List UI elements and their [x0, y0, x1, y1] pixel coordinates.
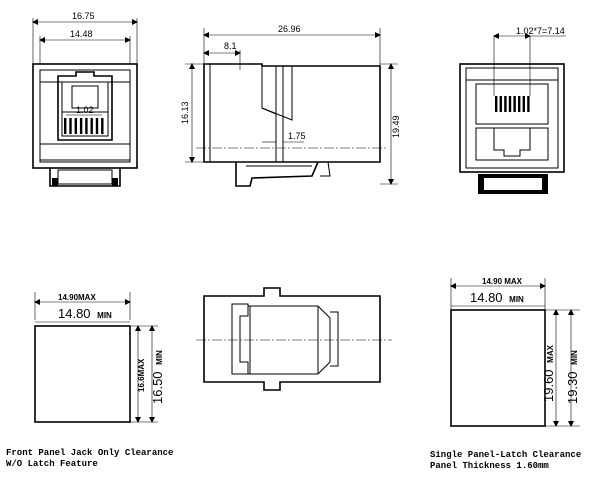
front-view: 16.75 14.48 1.02 — [32, 11, 138, 187]
contact-pin — [518, 96, 521, 112]
cutout-panel-latch: 14.90 MAX 14.80 MIN 19.60 MAX 19.30 MIN … — [430, 277, 581, 471]
dim-cutout1-height-min: 16.50 MIN — [150, 350, 165, 404]
dim-rear-pitch-span: 1.02*7=7.14 — [516, 26, 565, 36]
dim-cutout2-height-max: 19.60 MAX — [541, 344, 556, 402]
dim-side-latch: 8.1 — [224, 41, 237, 51]
contact-pin — [85, 118, 88, 134]
rear-contacts — [495, 96, 530, 112]
caption-right-line2: Panel Thickness 1.60mm — [430, 461, 549, 471]
dim-cutout2-width-max: 14.90 MAX — [482, 277, 523, 286]
contact-pin — [508, 96, 512, 112]
caption-left-line1: Front Panel Jack Only Clearance — [6, 448, 173, 458]
rear-view: 1.02*7=7.14 — [459, 26, 566, 194]
dim-side-length: 26.96 — [278, 24, 301, 34]
dim-front-contact-pitch: 1.02 — [76, 105, 94, 115]
contact-pin — [495, 96, 498, 112]
contact-pin — [504, 96, 507, 112]
dim-cutout2-width-min: 14.80 MIN — [470, 290, 524, 305]
contact-pin — [74, 118, 77, 134]
contact-pin — [64, 118, 67, 134]
caption-right-line1: Single Panel-Latch Clearance — [430, 450, 581, 460]
dim-cutout2-height-min: 19.30 MIN — [565, 350, 580, 404]
front-contacts — [64, 118, 104, 134]
dim-front-outer-width: 16.75 — [72, 11, 95, 21]
cutout-front-panel: 14.90MAX 14.80 MIN 16.6MAX 16.50 MIN Fro… — [6, 292, 173, 469]
contact-pin — [79, 118, 83, 134]
dim-side-wall: 1.75 — [288, 131, 306, 141]
contact-pin — [95, 118, 99, 134]
dim-cutout1-height-max: 16.6MAX — [137, 358, 146, 392]
contact-pin — [499, 96, 502, 112]
side-view: 26.96 8.1 16.13 19.49 1.75 — [180, 24, 401, 187]
contact-pin — [69, 118, 72, 134]
dim-side-height-body: 16.13 — [180, 101, 190, 124]
contact-pin — [522, 96, 525, 112]
contact-pin — [513, 96, 516, 112]
dim-cutout1-width-max: 14.90MAX — [58, 293, 96, 302]
dim-cutout1-width-min: 14.80 MIN — [58, 306, 112, 321]
contact-pin — [90, 118, 93, 134]
contact-pin — [101, 118, 104, 134]
dim-side-height-total: 19.49 — [391, 115, 401, 138]
latch-top-view — [196, 287, 392, 391]
caption-left-line2: W/O Latch Feature — [6, 459, 98, 469]
contact-pin — [527, 96, 530, 112]
dim-front-inner-width: 14.48 — [70, 29, 93, 39]
